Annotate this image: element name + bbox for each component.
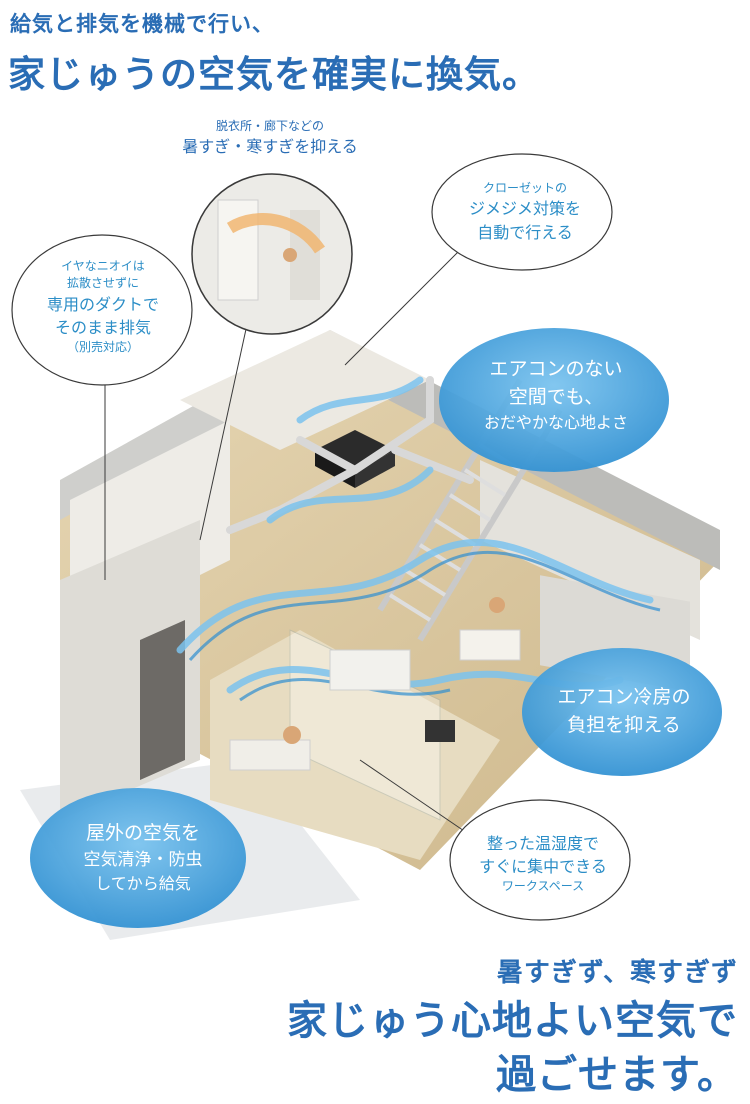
aircon-free-callout: エアコンのない 空間でも、 おだやかな心地よさ bbox=[446, 356, 666, 434]
room-closet bbox=[180, 330, 430, 450]
odor-callout-line4: そのまま排気 bbox=[54, 317, 151, 337]
sofa bbox=[329, 649, 411, 691]
odor-callout-line3: 専用のダクトで bbox=[46, 294, 159, 314]
header-subtitle: 給気と排気を機械で行い、 bbox=[10, 12, 274, 36]
closet-callout: クローゼットの ジメジメ対策を 自動で行える bbox=[440, 180, 610, 244]
closet-callout-line2: ジメジメ対策を bbox=[468, 199, 581, 219]
hallway-callout-line2: 暑すぎ・寒すぎを抑える bbox=[182, 137, 358, 157]
closet-callout-line3: 自動で行える bbox=[477, 222, 573, 242]
odor-bubble bbox=[11, 234, 193, 386]
odor-callout-line1: イヤなニオイは bbox=[61, 259, 145, 273]
cooling-line1: エアコン冷房の bbox=[557, 686, 691, 708]
workspace-line2: すぐに集中できる bbox=[479, 857, 607, 877]
aircon-free-line3: おだやかな心地よさ bbox=[483, 413, 628, 433]
footer-title-line2: 過ごせます。 bbox=[496, 1052, 738, 1098]
footer-subtitle: 暑すぎず、寒すぎず bbox=[496, 958, 738, 988]
desk bbox=[229, 739, 311, 771]
workspace-line1: 整った温湿度で bbox=[486, 834, 599, 853]
outdoor-line2: 空気清浄・防虫 bbox=[83, 849, 203, 870]
aircon-free-bubble bbox=[439, 328, 669, 472]
cooling-callout: エアコン冷房の 負担を抑える bbox=[534, 684, 714, 739]
outdoor-bubble bbox=[30, 788, 246, 928]
person-dining bbox=[489, 597, 505, 613]
aircon-free-line2: 空間でも、 bbox=[508, 385, 604, 408]
hallway-callout-line1: 脱衣所・廊下などの bbox=[215, 119, 324, 133]
tv bbox=[425, 720, 455, 742]
cooling-bubble bbox=[522, 648, 722, 776]
aircon-free-line1: エアコンのない bbox=[489, 358, 623, 380]
hallway-callout: 脱衣所・廊下などの 暑すぎ・寒すぎを抑える bbox=[150, 118, 390, 159]
closet-bubble bbox=[431, 153, 613, 271]
odor-callout-line2: 拡散させずに bbox=[66, 276, 139, 291]
workspace-bubble bbox=[449, 799, 631, 921]
closet-callout-line1: クローゼットの bbox=[482, 181, 567, 195]
ventilation-unit bbox=[315, 430, 395, 472]
outdoor-callout: 屋外の空気を 空気清浄・防虫 してから給気 bbox=[48, 820, 238, 895]
odor-callout: イヤなニオイは 拡散させずに 専用のダクトで そのまま排気 （別売対応） bbox=[18, 258, 188, 357]
workspace-callout: 整った温湿度で すぐに集中できる ワークスペース bbox=[458, 832, 628, 896]
dining-table bbox=[459, 629, 521, 661]
workspace-line3: ワークスペース bbox=[501, 879, 585, 894]
footer-title-line1: 家じゅう心地よい空気で bbox=[287, 998, 738, 1044]
person-desk bbox=[283, 726, 301, 744]
hallway-zoom-circle bbox=[191, 173, 353, 335]
odor-callout-line5: （別売対応） bbox=[66, 340, 139, 355]
header-title: 家じゅうの空気を確実に換気。 bbox=[8, 53, 540, 96]
room-living bbox=[210, 630, 500, 860]
outdoor-line1: 屋外の空気を bbox=[85, 822, 200, 844]
door-panel bbox=[140, 620, 185, 780]
cooling-line2: 負担を抑える bbox=[567, 713, 681, 736]
outdoor-line3: してから給気 bbox=[95, 874, 191, 894]
